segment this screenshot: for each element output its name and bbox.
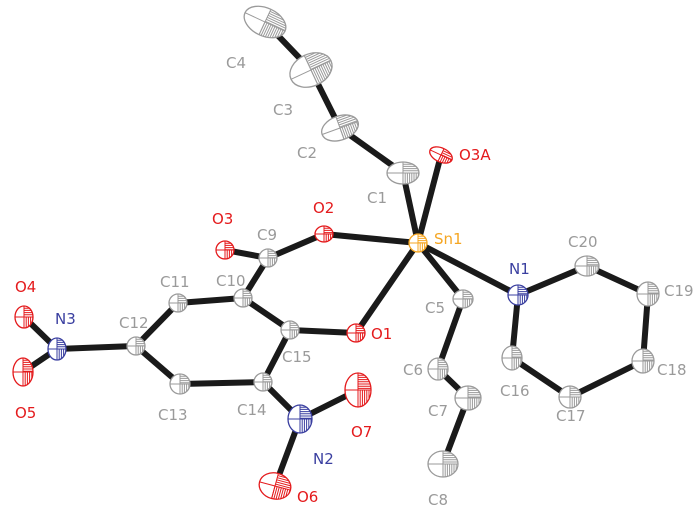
bond-sn1-o2 — [321, 231, 421, 246]
atom-c5 — [452, 289, 474, 309]
atom-c7 — [454, 385, 482, 411]
bond-c12-n3 — [54, 343, 139, 352]
atom-label-c14: C14 — [237, 401, 267, 419]
atoms-layer — [12, 5, 660, 503]
bond-c5-c6 — [435, 296, 466, 372]
atom-label-c17: C17 — [556, 407, 586, 425]
atom-n3 — [47, 337, 67, 361]
atom-o4 — [14, 305, 34, 329]
atom-c3 — [289, 46, 338, 88]
atom-c12 — [126, 336, 146, 356]
atom-o3 — [215, 240, 235, 260]
atom-label-c5: C5 — [425, 299, 445, 317]
atom-label-c7: C7 — [428, 402, 448, 420]
atom-c10 — [233, 288, 253, 308]
atom-label-n1: N1 — [509, 260, 530, 278]
bond-o3a-sn1 — [415, 152, 444, 246]
atom-c13 — [169, 373, 191, 395]
atom-label-c9: C9 — [257, 226, 277, 244]
atom-label-c4: C4 — [226, 54, 246, 72]
atom-label-o2: O2 — [313, 199, 334, 217]
atom-o1 — [346, 323, 366, 343]
atom-label-c1: C1 — [367, 189, 387, 207]
atom-label-o3a: O3A — [459, 146, 491, 164]
atom-label-c16: C16 — [500, 382, 530, 400]
atom-c4 — [243, 5, 291, 44]
atom-o6 — [258, 472, 294, 503]
atom-sn1 — [408, 233, 428, 253]
atom-label-o5: O5 — [15, 404, 36, 422]
atom-c16 — [501, 345, 523, 371]
bonds-layer — [20, 19, 651, 489]
atom-label-sn1: Sn1 — [434, 230, 463, 248]
atom-c19 — [636, 281, 660, 307]
bond-c11-c12 — [133, 300, 181, 349]
atom-label-o3: O3 — [212, 210, 233, 228]
atom-label-c6: C6 — [403, 361, 423, 379]
atom-label-c2: C2 — [297, 144, 317, 162]
atom-c9 — [258, 248, 278, 268]
atom-n1 — [507, 284, 529, 306]
atom-o3a — [429, 146, 455, 167]
atom-o7 — [344, 372, 372, 408]
atom-label-c3: C3 — [273, 101, 293, 119]
atom-label-o4: O4 — [15, 278, 36, 296]
bond-sn1-o1 — [353, 240, 421, 336]
bond-o2-c9 — [265, 231, 327, 261]
atom-c6 — [427, 357, 449, 381]
atom-c18 — [631, 348, 655, 374]
atom-label-o7: O7 — [351, 423, 372, 441]
atom-label-c8: C8 — [428, 491, 448, 509]
atom-c20 — [574, 255, 600, 277]
bond-c15-o1 — [287, 327, 359, 336]
atom-c11 — [168, 293, 188, 313]
atom-label-c11: C11 — [160, 273, 190, 291]
bond-c17-c18 — [567, 358, 646, 400]
atom-label-o6: O6 — [297, 488, 318, 506]
atom-c14 — [253, 372, 273, 392]
atom-o5 — [12, 357, 34, 387]
atom-c2 — [321, 110, 362, 142]
atom-label-c20: C20 — [568, 233, 598, 251]
atom-o2 — [314, 225, 334, 243]
atom-label-c15: C15 — [282, 348, 312, 366]
bond-c20-n1 — [515, 263, 590, 298]
atom-label-n3: N3 — [55, 310, 76, 328]
atom-label-n2: N2 — [313, 450, 334, 468]
bond-sn1-n1 — [415, 240, 521, 298]
atom-c17 — [558, 385, 582, 409]
atom-label-c10: C10 — [216, 272, 246, 290]
atom-n2 — [287, 404, 313, 434]
bond-sn1-c5 — [415, 240, 466, 302]
bond-c10-c11 — [175, 295, 246, 306]
atom-label-c12: C12 — [119, 314, 149, 332]
atom-c8 — [427, 450, 459, 478]
atom-c15 — [280, 320, 300, 340]
atom-label-c18: C18 — [657, 361, 687, 379]
bond-c14-c15 — [260, 327, 293, 385]
atom-label-c13: C13 — [158, 406, 188, 424]
atom-label-o1: O1 — [371, 325, 392, 343]
atom-c1 — [386, 161, 420, 185]
atom-label-c19: C19 — [664, 282, 694, 300]
bond-c13-c14 — [177, 379, 266, 387]
bond-c1-sn1 — [400, 170, 421, 246]
